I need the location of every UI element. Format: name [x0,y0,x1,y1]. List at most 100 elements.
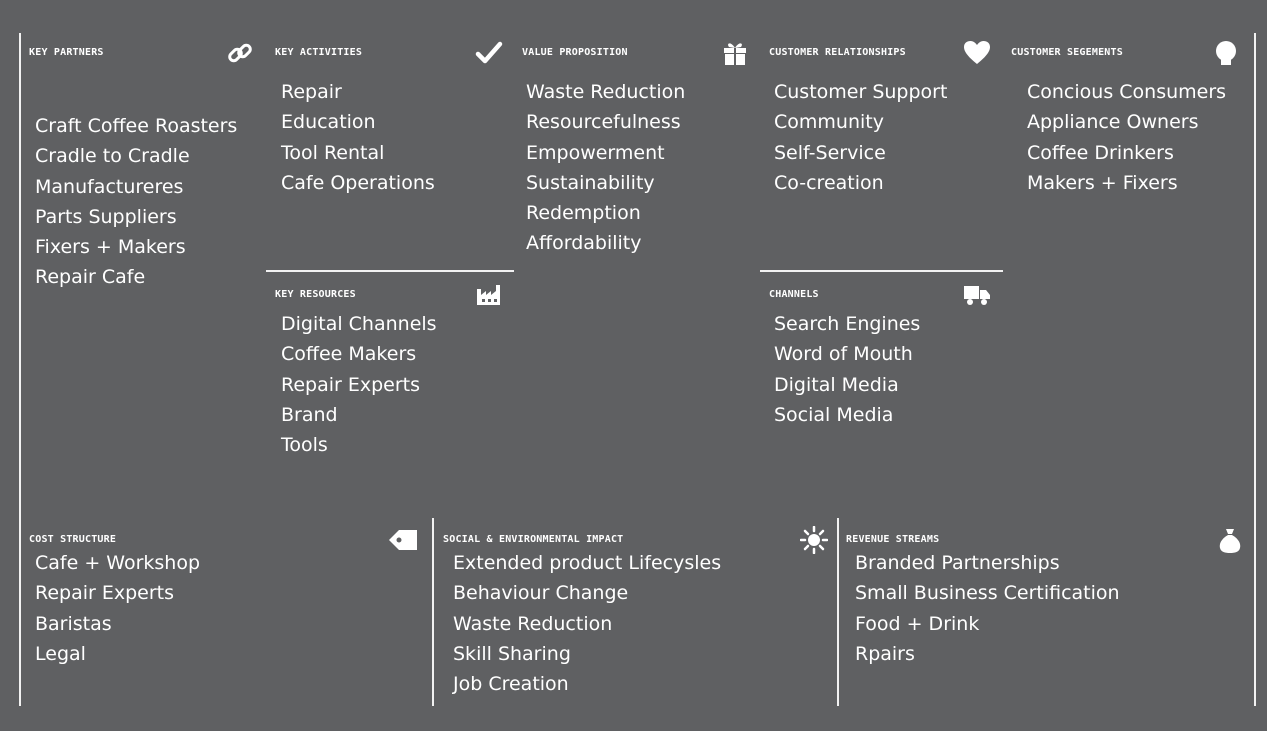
revenue-streams-block: REVENUE STREAMS Branded Partnerships Sma… [846,529,1244,684]
customer-segments-title: CUSTOMER SEGEMENTS [1011,47,1123,58]
list-item: Cafe Operations [281,171,435,194]
key-partners-title: KEY PARTNERS [29,47,104,58]
key-resources-title: KEY RESOURCES [275,289,356,300]
channels-title: CHANNELS [769,289,819,300]
list-item: Makers + Fixers [1027,171,1178,194]
cost-structure-title: COST STRUCTURE [29,534,117,545]
value-proposition-block: VALUE PROPOSITION Waste Reduction Resour… [522,43,749,272]
list-item: Education [281,111,376,134]
social-environmental-impact-block: SOCIAL & ENVIRONMENTAL IMPACT Extended p… [443,526,828,704]
list-item: Behaviour Change [453,582,629,605]
list-item: Tools [281,434,328,457]
list-item: Repair Experts [281,373,421,396]
list-item: Search Engines [774,313,921,335]
revenue-streams-list: Branded Partnerships Small Business Cert… [855,548,1120,669]
heart-icon [963,39,991,67]
channels-block: CHANNELS Search Engines Word of Mouth Di… [769,286,991,449]
list-item: Coffee Drinkers [1027,141,1174,164]
factory-icon [475,281,503,309]
customer-relationships-title: CUSTOMER RELATIONSHIPS [769,47,906,58]
list-item: Social Media [774,403,894,426]
customer-relationships-list: Customer Support Community Self-Service … [774,77,947,198]
list-item: Digital Media [774,373,899,396]
customer-segments-block: CUSTOMER SEGEMENTS Concious Consumers Ap… [1011,41,1240,227]
list-item: Redemption [526,202,641,225]
key-partners-list: Craft Coffee Roasters Cradle to Cradle M… [35,111,237,293]
value-proposition-header: VALUE PROPOSITION [522,43,749,69]
list-item: Craft Coffee Roasters [35,115,238,137]
list-item: Concious Consumers [1027,81,1227,103]
right-border-line [1254,33,1256,706]
key-activities-title: KEY ACTIVITIES [275,47,363,58]
channels-header: CHANNELS [769,286,991,311]
money-bag-icon [1216,526,1244,554]
list-item: Resourcefulness [526,111,681,134]
list-item: Customer Support [774,81,948,103]
list-item: Extended product Lifecysles [453,552,722,574]
list-item: Cradle to Cradle [35,145,190,168]
key-resources-list: Digital Channels Coffee Makers Repair Ex… [281,309,437,460]
list-item: Brand [281,403,338,426]
key-activities-block: KEY ACTIVITIES Repair Education Tool Ren… [275,41,503,257]
cost-structure-list: Cafe + Workshop Repair Experts Baristas … [35,548,200,669]
list-item: Community [774,111,884,134]
customer-segments-list: Concious Consumers Appliance Owners Coff… [1027,77,1226,198]
list-item: Co-creation [774,171,884,194]
list-item: Repair Experts [35,582,175,605]
gift-icon [721,39,749,67]
list-item: Empowerment [526,141,665,164]
relationships-channels-divider [760,270,1003,272]
bottom-divider-line-2 [837,518,839,706]
list-item: Baristas [35,612,112,635]
sun-icon [800,526,828,554]
customer-relationships-header: CUSTOMER RELATIONSHIPS [769,41,991,69]
list-item: Appliance Owners [1027,111,1199,134]
list-item: Repair [281,81,342,103]
bottom-divider-line-1 [432,518,434,706]
list-item: Parts Suppliers [35,205,177,228]
list-item: Skill Sharing [453,642,571,665]
list-item: Affordability [526,232,642,255]
cost-structure-header: COST STRUCTURE [29,530,419,556]
list-item: Self-Service [774,141,886,164]
list-item: Waste Reduction [453,612,613,635]
list-item: Food + Drink [855,612,980,635]
activities-resources-divider [266,270,514,272]
list-item: Rpairs [855,642,915,665]
key-activities-header: KEY ACTIVITIES [275,41,503,69]
cost-structure-block: COST STRUCTURE Cafe + Workshop Repair Ex… [29,530,419,684]
social-environmental-impact-list: Extended product Lifecysles Behaviour Ch… [453,548,721,699]
social-environmental-impact-title: SOCIAL & ENVIRONMENTAL IMPACT [443,534,624,545]
revenue-streams-title: REVENUE STREAMS [846,534,940,545]
list-item: Job Creation [453,673,569,696]
list-item: Cafe + Workshop [35,552,201,574]
left-border-line [19,33,21,706]
list-item: Digital Channels [281,313,437,335]
customer-segments-header: CUSTOMER SEGEMENTS [1011,41,1240,69]
key-partners-header: KEY PARTNERS [29,43,254,69]
social-environmental-impact-header: SOCIAL & ENVIRONMENTAL IMPACT [443,526,828,556]
list-item: Manufactureres [35,175,184,198]
list-item: Sustainability [526,171,655,194]
key-resources-block: KEY RESOURCES Digital Channels Coffee Ma… [275,285,503,479]
revenue-streams-header: REVENUE STREAMS [846,529,1244,556]
user-icon [1212,39,1240,67]
key-resources-header: KEY RESOURCES [275,285,503,311]
value-proposition-title: VALUE PROPOSITION [522,47,628,58]
price-tag-icon [387,526,419,554]
list-item: Small Business Certification [855,582,1120,605]
list-item: Coffee Makers [281,343,417,366]
checkmark-icon [475,39,503,67]
list-item: Waste Reduction [526,81,686,103]
list-item: Word of Mouth [774,343,913,366]
list-item: Legal [35,642,86,665]
key-activities-list: Repair Education Tool Rental Cafe Operat… [281,77,435,198]
value-proposition-list: Waste Reduction Resourcefulness Empowerm… [526,77,685,259]
channels-list: Search Engines Word of Mouth Digital Med… [774,309,920,430]
list-item: Repair Cafe [35,266,146,289]
truck-icon [963,281,991,309]
customer-relationships-block: CUSTOMER RELATIONSHIPS Customer Support … [769,41,991,257]
link-icon [226,39,254,67]
list-item: Tool Rental [281,141,385,164]
key-partners-block: KEY PARTNERS Craft Coffee Roasters Cradl… [29,43,254,307]
